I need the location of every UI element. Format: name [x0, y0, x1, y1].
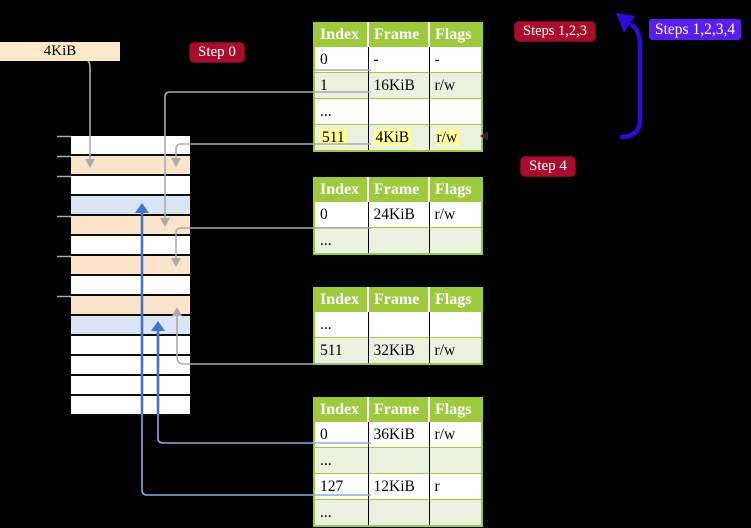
- col-frame: Frame: [368, 288, 430, 312]
- steps-1234-label: Steps 1,2,3,4: [649, 19, 742, 40]
- physical-memory-column: [71, 136, 190, 416]
- cell: [429, 311, 482, 338]
- page-table-top: Index Frame Flags 0 - - 1 16KiB r/w ... …: [313, 22, 483, 152]
- memory-cell-white: [71, 396, 190, 416]
- cell: ...: [314, 447, 369, 474]
- arrowhead-upleft-icon: [616, 13, 635, 33]
- cell: r/w: [429, 72, 482, 99]
- cell: -: [429, 46, 482, 73]
- memory-cell-white: [71, 136, 190, 156]
- cell: ...: [314, 98, 369, 125]
- cell: [368, 98, 430, 125]
- memory-cell-white: [71, 236, 190, 256]
- page-table-third: Index Frame Flags ... 511 32KiB r/w: [313, 287, 483, 365]
- col-flags: Flags: [429, 178, 482, 202]
- cell: r/w: [429, 421, 482, 448]
- step-0-label: Step 0: [189, 42, 245, 63]
- cell: -: [368, 46, 430, 73]
- memory-cell-white: [71, 356, 190, 376]
- memory-cell-blue: [71, 316, 190, 336]
- cell: 511: [314, 124, 369, 151]
- steps-arrow-shaft: [619, 22, 643, 140]
- table-row: ...: [314, 227, 482, 254]
- col-index: Index: [314, 178, 369, 202]
- cell: r/w: [429, 201, 482, 228]
- cell: r/w: [429, 337, 482, 364]
- table-row: 1 16KiB r/w: [314, 72, 482, 99]
- cell: 32KiB: [368, 337, 430, 364]
- step-4-label: Step 4: [520, 156, 576, 177]
- col-flags: Flags: [429, 23, 482, 47]
- cell: 511: [314, 337, 369, 364]
- frame-size-label: 4KiB: [0, 42, 120, 61]
- cell: ...: [314, 227, 369, 254]
- cell: [429, 98, 482, 125]
- cell: 127: [314, 473, 369, 500]
- cell: 1: [314, 72, 369, 99]
- cell: 24KiB: [368, 201, 430, 228]
- table-row: 0 - -: [314, 46, 482, 73]
- col-index: Index: [314, 398, 369, 422]
- table-row: ...: [314, 499, 482, 526]
- col-index: Index: [314, 288, 369, 312]
- col-frame: Frame: [368, 178, 430, 202]
- memory-cell-white: [71, 176, 190, 196]
- table-row: ...: [314, 98, 482, 125]
- table-row: 511 32KiB r/w: [314, 337, 482, 364]
- memory-cell-white: [71, 336, 190, 356]
- memory-cell-wheat: [71, 156, 190, 176]
- cell: r/w: [429, 124, 482, 151]
- cell: 16KiB: [368, 72, 430, 99]
- cell: 0: [314, 46, 369, 73]
- cell: 0: [314, 421, 369, 448]
- cell: 12KiB: [368, 473, 430, 500]
- steps-flow-arrow: [616, 13, 643, 140]
- table-row-highlighted: 511 4KiB r/w: [314, 124, 482, 151]
- page-table-second: Index Frame Flags 0 24KiB r/w ...: [313, 177, 483, 255]
- table-row: 127 12KiB r: [314, 473, 482, 500]
- cell: 4KiB: [368, 124, 430, 151]
- cell: ...: [314, 311, 369, 338]
- cell: [368, 311, 430, 338]
- cell: [429, 447, 482, 474]
- table-row: 0 36KiB r/w: [314, 421, 482, 448]
- memory-cell-wheat: [71, 216, 190, 236]
- col-flags: Flags: [429, 288, 482, 312]
- table-header-row: Index Frame Flags: [314, 23, 482, 47]
- table-header-row: Index Frame Flags: [314, 398, 482, 422]
- cell: [429, 499, 482, 526]
- memory-cell-blue: [71, 196, 190, 216]
- col-flags: Flags: [429, 398, 482, 422]
- table-header-row: Index Frame Flags: [314, 288, 482, 312]
- memory-cell-white: [71, 376, 190, 396]
- highlighted-value: r/w: [434, 128, 460, 146]
- cell: [429, 227, 482, 254]
- cell: [368, 227, 430, 254]
- cell: 0: [314, 201, 369, 228]
- highlighted-value: 4KiB: [373, 128, 412, 146]
- col-frame: Frame: [368, 398, 430, 422]
- memory-cell-white: [71, 276, 190, 296]
- cell: r: [429, 473, 482, 500]
- cell: ...: [314, 499, 369, 526]
- table-row: ...: [314, 311, 482, 338]
- memory-cell-wheat: [71, 256, 190, 276]
- steps-123-label: Steps 1,2,3: [514, 21, 597, 42]
- page-table-bottom: Index Frame Flags 0 36KiB r/w ... 127 12…: [313, 397, 483, 527]
- highlighted-value: 511: [320, 128, 347, 146]
- table-row: ...: [314, 447, 482, 474]
- cell: [368, 447, 430, 474]
- table-header-row: Index Frame Flags: [314, 178, 482, 202]
- cell: 36KiB: [368, 421, 430, 448]
- col-index: Index: [314, 23, 369, 47]
- memory-cell-wheat: [71, 296, 190, 316]
- table-row: 0 24KiB r/w: [314, 201, 482, 228]
- cell: [368, 499, 430, 526]
- col-frame: Frame: [368, 23, 430, 47]
- frame-tick-marks: [57, 135, 71, 298]
